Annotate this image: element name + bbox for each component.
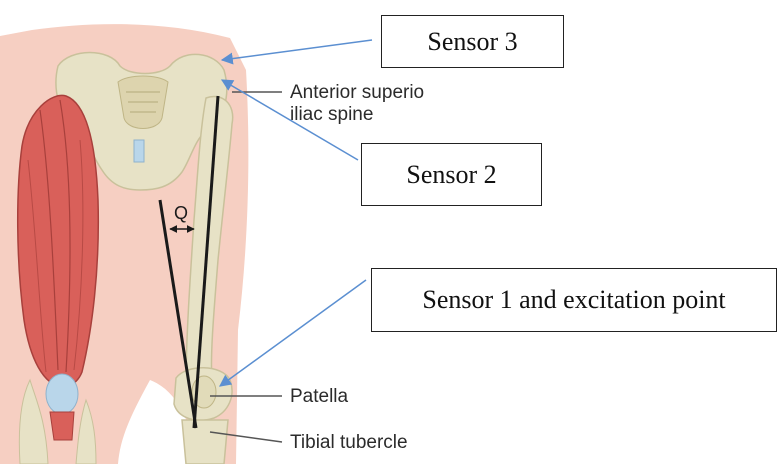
sensor1-callout: Sensor 1 and excitation point: [371, 268, 777, 332]
sensor3-callout: Sensor 3: [381, 15, 564, 68]
quadriceps-muscle: [18, 95, 99, 386]
sensor2-callout: Sensor 2: [361, 143, 542, 206]
tibial-tubercle-label: Tibial tubercle: [290, 432, 408, 454]
tibia: [182, 420, 228, 464]
pubic-symphysis: [134, 140, 144, 162]
q-angle-label: Q: [174, 203, 188, 224]
sensor1-arrow: [220, 280, 366, 386]
patella-label: Patella: [290, 386, 348, 408]
asis-label-line2: iliac spine: [290, 104, 424, 126]
left-patella-bone: [46, 374, 78, 414]
asis-label: Anterior superio iliac spine: [290, 82, 424, 126]
sensor3-arrow: [222, 40, 372, 60]
asis-label-line1: Anterior superio: [290, 82, 424, 104]
